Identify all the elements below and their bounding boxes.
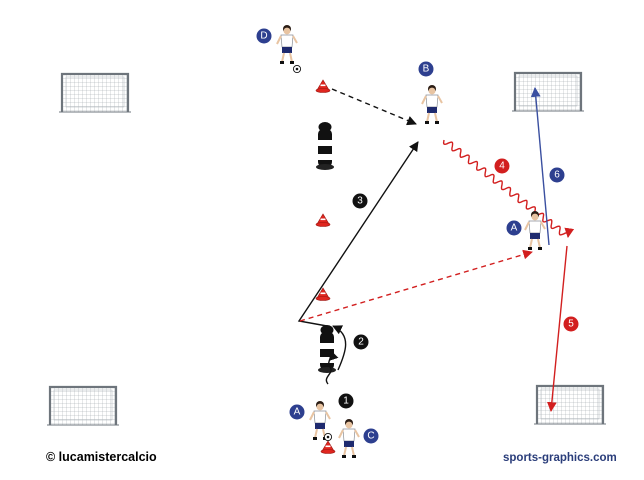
goal-bottom-right (532, 384, 608, 426)
training-dummy (318, 325, 336, 373)
brand-caption: sports-graphics.com (503, 452, 617, 464)
cone (320, 440, 336, 454)
badge-label: D (260, 31, 267, 42)
badge-label: A (294, 407, 301, 418)
step-badge-3: 3 (352, 193, 368, 209)
step-badge-5: 5 (563, 316, 579, 332)
copyright-caption: © lucamistercalcio (46, 450, 157, 464)
goal-bottom-left (45, 385, 121, 427)
shot-line-6 (530, 87, 550, 246)
player-a-wing (524, 210, 546, 251)
step-label: 3 (357, 196, 363, 207)
badge-label: B (423, 64, 430, 75)
pass-line-d-to-b (331, 88, 417, 126)
cone (315, 287, 331, 301)
player-b (421, 84, 443, 125)
badge-label: C (367, 431, 374, 442)
step-label: 6 (554, 170, 560, 181)
goal-top-right (510, 71, 586, 113)
step-label: 1 (343, 396, 349, 407)
badge-player-b: B (418, 61, 434, 77)
run-path-3 (297, 141, 419, 327)
step-badge-4: 4 (494, 158, 510, 174)
pass-line-red (299, 249, 533, 322)
step-label: 5 (568, 319, 574, 330)
step-badge-1: 1 (338, 393, 354, 409)
dribble-path-4 (442, 139, 575, 238)
dribble-path-1 (325, 350, 339, 385)
badge-label: A (511, 223, 518, 234)
step-badge-6: 6 (549, 167, 565, 183)
goal-top-left (57, 72, 133, 114)
badge-player-a: A (289, 404, 305, 420)
step-label: 2 (358, 337, 364, 348)
cone (315, 79, 331, 93)
shot-line-5 (546, 245, 568, 412)
player-c (338, 418, 360, 459)
badge-player-a-wing: A (506, 220, 522, 236)
badge-player-c: C (363, 428, 379, 444)
cone (315, 213, 331, 227)
ball-icon (292, 64, 302, 74)
step-label: 4 (499, 161, 505, 172)
badge-player-d: D (256, 28, 272, 44)
run-path-2 (332, 325, 347, 371)
ball-icon (323, 432, 333, 442)
step-badge-2: 2 (353, 334, 369, 350)
player-d (276, 24, 298, 65)
training-dummy (316, 122, 334, 170)
